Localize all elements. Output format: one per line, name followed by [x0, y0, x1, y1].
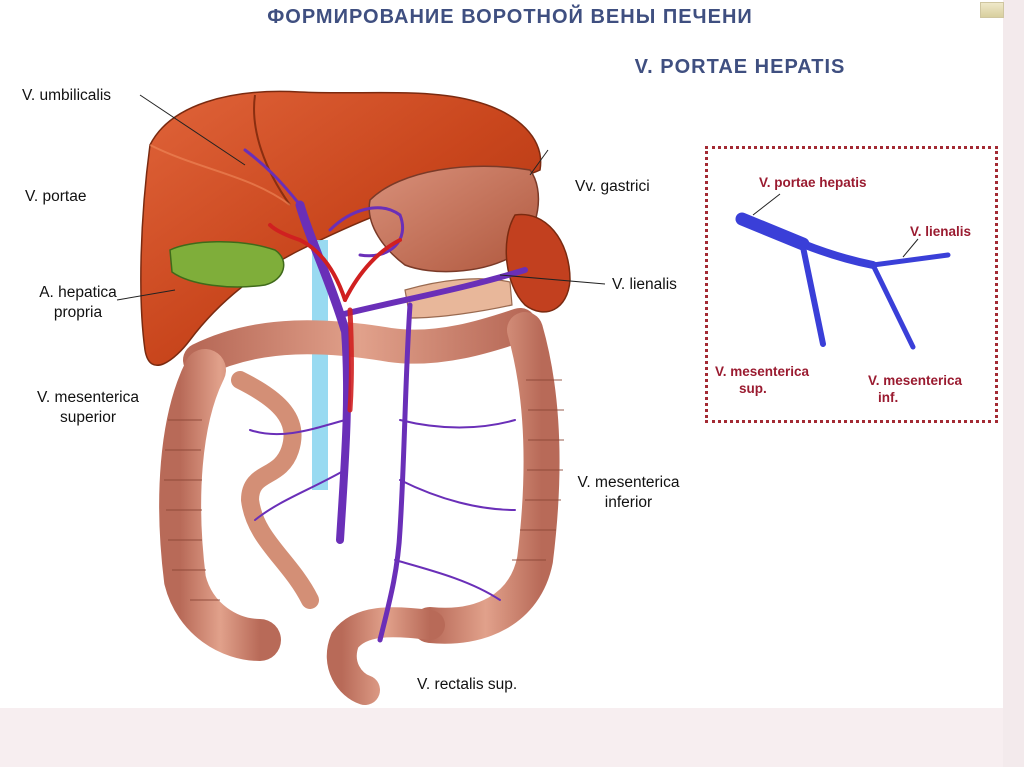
slide-corner-mark — [980, 2, 1004, 18]
portal-scheme-diagram — [735, 193, 951, 350]
label-v-mesenterica-superior: V. mesenterica superior — [18, 388, 158, 428]
label-v-rectalis-sup: V. rectalis sup. — [417, 676, 518, 693]
hepatic-artery — [268, 223, 347, 302]
celiac-artery — [343, 238, 402, 302]
label-a-hepatica-propria: A. hepatica propria — [18, 283, 138, 323]
label-mes-sup-line2: superior — [60, 409, 116, 426]
spleen — [505, 213, 571, 313]
leader-gastrici — [529, 149, 549, 176]
page-title: ФОРМИРОВАНИЕ ВОРОТНОЙ ВЕНЫ ПЕЧЕНИ — [267, 6, 753, 28]
scheme-label-mes-sup: V. mesenterica sup. — [715, 363, 809, 397]
slide-edge-strip — [1003, 0, 1024, 767]
label-mes-sup-line1: V. mesenterica — [37, 389, 139, 406]
leader-umbilicalis — [139, 94, 246, 166]
scheme-mes-inf-line2: inf. — [878, 390, 899, 405]
scheme-leader-portae — [752, 193, 781, 216]
label-a-hepatica-line2: propria — [53, 304, 103, 321]
label-v-umbilicalis: V. umbilicalis — [22, 87, 112, 104]
inferior-mesenteric-vein — [377, 302, 413, 643]
anatomy-illustration — [116, 90, 606, 705]
portal-scheme-box: V. portae hepatis V. lienalis V. mesente… — [705, 146, 998, 423]
label-mes-inf-line1: V. mesenterica — [577, 474, 680, 491]
scheme-mes-inf-line1: V. mesenterica — [868, 373, 963, 388]
label-v-mesenterica-inferior: V. mesenterica inferior — [556, 473, 701, 513]
scheme-lienalis-branch — [870, 252, 951, 268]
scheme-label-portae-hepatis: V. portae hepatis — [759, 175, 867, 190]
scheme-label-lienalis: V. lienalis — [910, 224, 972, 239]
scheme-leader-lienalis — [902, 238, 919, 258]
scheme-mes-inf-branch — [870, 262, 916, 350]
sigmoid-colon — [326, 607, 445, 705]
gallbladder — [169, 241, 285, 288]
scheme-label-mes-inf: V. mesenterica inf. — [868, 372, 962, 406]
leader-lienalis — [499, 274, 606, 285]
scheme-mes-sup-branch — [800, 244, 826, 347]
splenic-vein — [337, 267, 528, 318]
descending-colon — [412, 312, 560, 644]
leader-hepatica — [116, 289, 176, 301]
scheme-portal-trunk — [735, 212, 810, 251]
label-mes-inf-line2: inferior — [604, 494, 653, 511]
scheme-mes-sup-line2: sup. — [739, 381, 767, 396]
label-v-portae: V. portae — [25, 188, 87, 205]
label-vv-gastrici: Vv. gastrici — [575, 178, 650, 195]
label-a-hepatica-line1: A. hepatica — [39, 284, 117, 301]
pancreas — [404, 278, 513, 319]
ascending-colon — [159, 349, 281, 661]
scheme-mes-sup-line1: V. mesenterica — [715, 364, 810, 379]
superior-mesenteric-vein — [336, 326, 352, 544]
ileum — [231, 371, 319, 609]
scheme-main-branch — [799, 240, 877, 269]
label-v-lienalis: V. lienalis — [612, 276, 677, 293]
transverse-colon — [183, 308, 537, 377]
page-subtitle: V. PORTAE HEPATIS — [634, 56, 846, 78]
